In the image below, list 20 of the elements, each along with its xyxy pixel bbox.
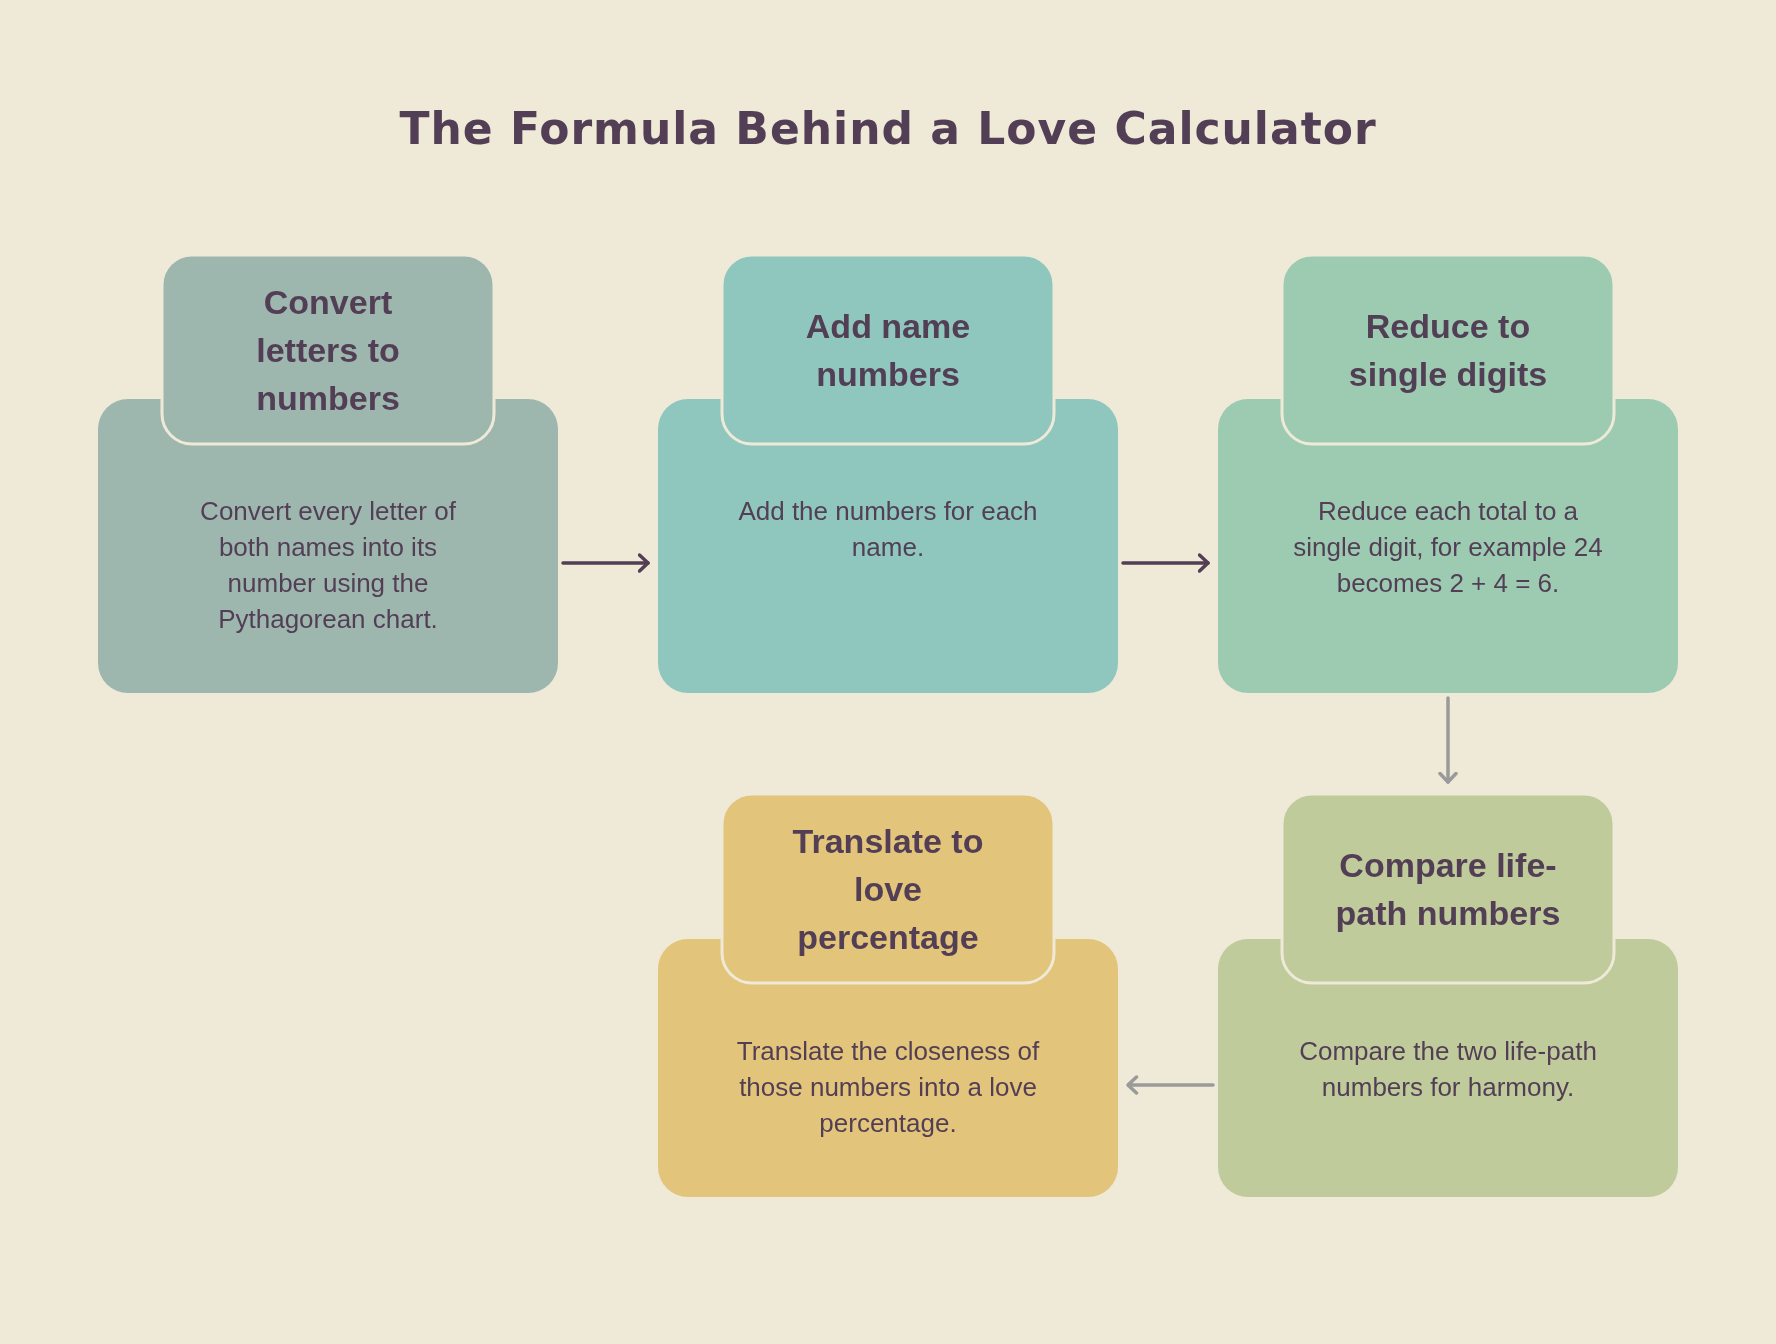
arrow — [1126, 1075, 1215, 1095]
arrow — [1121, 553, 1210, 573]
step-description: Reduce each total to a single digit, for example 24 becomes 2 + 4 = 6. — [1292, 495, 1604, 600]
step-card — [1218, 255, 1678, 693]
step-heading: Compare life-path numbers — [1334, 844, 1562, 934]
arrow — [1438, 696, 1458, 784]
step-heading: Add name numbers — [804, 305, 972, 395]
diagram-title: The Formula Behind a Love Calculator — [399, 102, 1377, 156]
step-card — [98, 255, 558, 693]
step-description: Compare the two life-path numbers for harmony. — [1298, 1035, 1598, 1104]
step-card — [1218, 794, 1678, 1197]
step-heading: Translate to love percentage — [791, 820, 985, 958]
step-description: Translate the closeness of those numbers into a love percentage. — [735, 1035, 1041, 1140]
step-heading: Reduce to single digits — [1347, 305, 1549, 395]
step-card — [658, 794, 1118, 1197]
arrow — [561, 553, 650, 573]
step-description: Convert every letter of both names into its number using the Pythagorean chart. — [199, 495, 457, 636]
step-card — [658, 255, 1118, 693]
step-heading: Convert letters to numbers — [255, 281, 401, 419]
step-description: Add the numbers for each name. — [737, 495, 1039, 564]
